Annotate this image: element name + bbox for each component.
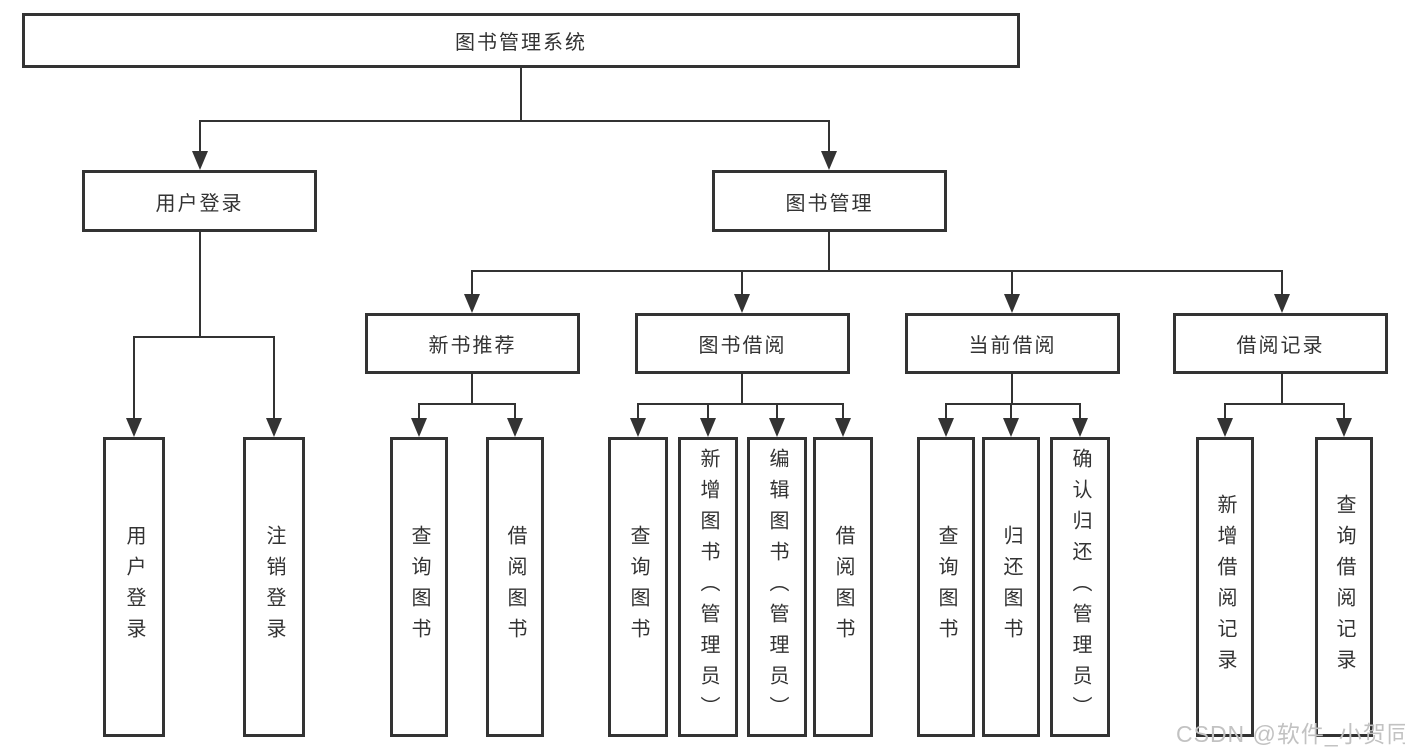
- connector-line: [776, 403, 778, 418]
- arrow-down-icon: [126, 418, 142, 437]
- arrow-down-icon: [769, 418, 785, 437]
- connector-line: [945, 403, 947, 418]
- connector-line: [471, 374, 473, 404]
- connector-line: [273, 336, 275, 418]
- leaf-query-books-borrow-label: 查询图书: [627, 525, 649, 649]
- arrow-down-icon: [507, 418, 523, 437]
- connector-line: [471, 270, 473, 294]
- arrow-down-icon: [192, 151, 208, 170]
- node-new-book-recommend-label: 新书推荐: [428, 335, 517, 357]
- leaf-query-borrow-record: 查询借阅记录: [1315, 437, 1373, 737]
- leaf-borrow-books-borrow-label: 借阅图书: [832, 525, 854, 649]
- connector-line: [1224, 403, 1226, 418]
- connector-line: [199, 120, 830, 122]
- arrow-down-icon: [630, 418, 646, 437]
- leaf-query-books-recommend-label: 查询图书: [408, 525, 430, 649]
- leaf-logout-label: 注销登录: [263, 525, 285, 649]
- connector-line: [707, 403, 709, 418]
- arrow-down-icon: [411, 418, 427, 437]
- node-current-borrow-label: 当前借阅: [968, 335, 1057, 357]
- connector-line: [637, 403, 639, 418]
- leaf-borrow-books-recommend-label: 借阅图书: [504, 525, 526, 649]
- connector-line: [842, 403, 844, 418]
- node-book-borrow: 图书借阅: [635, 313, 850, 374]
- leaf-confirm-return-admin-label: 确认归还（管理员）: [1069, 447, 1091, 727]
- connector-line: [1343, 403, 1345, 418]
- connector-line: [199, 232, 201, 336]
- leaf-query-books-current: 查询图书: [917, 437, 975, 737]
- arrow-down-icon: [1217, 418, 1233, 437]
- connector-line: [520, 68, 522, 122]
- csdn-watermark: CSDN @软件_小贺同学: [1176, 721, 1405, 747]
- arrow-down-icon: [1336, 418, 1352, 437]
- leaf-add-books-admin-label: 新增图书（管理员）: [697, 447, 719, 727]
- leaf-query-books-borrow: 查询图书: [608, 437, 668, 737]
- node-current-borrow: 当前借阅: [905, 313, 1120, 374]
- arrow-down-icon: [821, 151, 837, 170]
- arrow-down-icon: [700, 418, 716, 437]
- connector-line: [514, 403, 516, 418]
- node-borrow-records-label: 借阅记录: [1236, 335, 1325, 357]
- node-root-label: 图书管理系统: [455, 32, 587, 54]
- connector-line: [199, 120, 201, 151]
- node-borrow-records: 借阅记录: [1173, 313, 1388, 374]
- connector-line: [945, 403, 1081, 405]
- leaf-user-login-label: 用户登录: [123, 525, 145, 649]
- arrow-down-icon: [938, 418, 954, 437]
- leaf-logout: 注销登录: [243, 437, 305, 737]
- connector-line: [1079, 403, 1081, 418]
- leaf-borrow-books-recommend: 借阅图书: [486, 437, 544, 737]
- arrow-down-icon: [266, 418, 282, 437]
- leaf-edit-books-admin-label: 编辑图书（管理员）: [766, 447, 788, 727]
- arrow-down-icon: [1274, 294, 1290, 313]
- connector-line: [133, 336, 275, 338]
- leaf-return-books-label: 归还图书: [1000, 525, 1022, 649]
- connector-line: [741, 270, 743, 294]
- node-root: 图书管理系统: [22, 13, 1020, 68]
- connector-line: [1281, 374, 1283, 404]
- node-new-book-recommend: 新书推荐: [365, 313, 580, 374]
- arrow-down-icon: [1003, 418, 1019, 437]
- arrow-down-icon: [1072, 418, 1088, 437]
- connector-line: [1010, 403, 1012, 418]
- connector-line: [741, 374, 743, 404]
- leaf-query-books-recommend: 查询图书: [390, 437, 448, 737]
- leaf-add-books-admin: 新增图书（管理员）: [678, 437, 738, 737]
- arrow-down-icon: [734, 294, 750, 313]
- connector-line: [1281, 270, 1283, 294]
- node-user-login-label: 用户登录: [155, 192, 244, 215]
- node-book-management: 图书管理: [712, 170, 947, 232]
- connector-line: [637, 403, 844, 405]
- arrow-down-icon: [464, 294, 480, 313]
- leaf-query-books-current-label: 查询图书: [935, 525, 957, 649]
- leaf-user-login: 用户登录: [103, 437, 165, 737]
- connector-line: [1224, 403, 1345, 405]
- leaf-query-borrow-record-label: 查询借阅记录: [1333, 494, 1355, 680]
- arrow-down-icon: [835, 418, 851, 437]
- connector-line: [828, 232, 830, 272]
- connector-line: [1011, 374, 1013, 404]
- connector-line: [133, 336, 135, 418]
- node-book-borrow-label: 图书借阅: [698, 335, 787, 357]
- connector-line: [1011, 270, 1013, 294]
- node-book-management-label: 图书管理: [785, 192, 874, 215]
- connector-line: [418, 403, 420, 418]
- leaf-add-borrow-record: 新增借阅记录: [1196, 437, 1254, 737]
- leaf-borrow-books-borrow: 借阅图书: [813, 437, 873, 737]
- leaf-confirm-return-admin: 确认归还（管理员）: [1050, 437, 1110, 737]
- leaf-edit-books-admin: 编辑图书（管理员）: [747, 437, 807, 737]
- node-user-login: 用户登录: [82, 170, 317, 232]
- arrow-down-icon: [1004, 294, 1020, 313]
- connector-line: [471, 270, 1283, 272]
- leaf-return-books: 归还图书: [982, 437, 1040, 737]
- connector-line: [418, 403, 516, 405]
- leaf-add-borrow-record-label: 新增借阅记录: [1214, 494, 1236, 680]
- connector-line: [828, 120, 830, 151]
